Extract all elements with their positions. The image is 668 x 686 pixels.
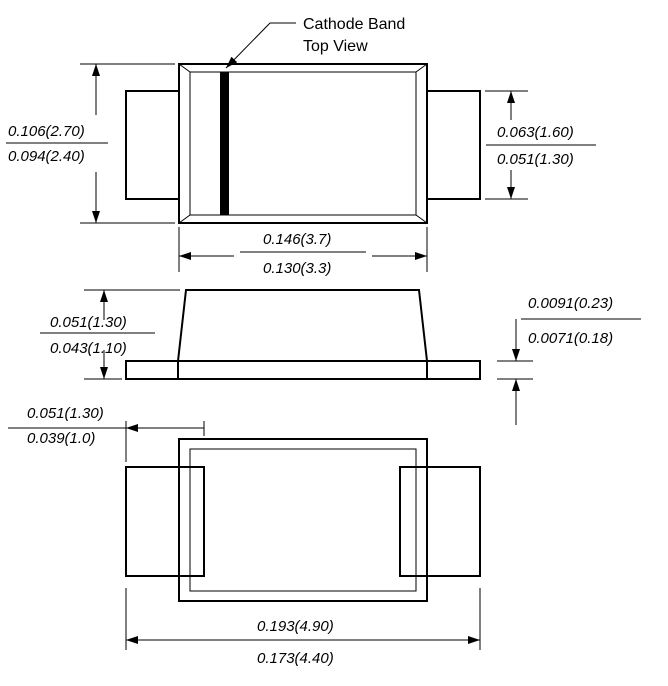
right-pad (399, 466, 481, 577)
top-view-label: Top View (303, 38, 368, 55)
overall-length-max-label: 0.193(4.90) (257, 618, 334, 635)
lead-thickness-max-label: 0.0091(0.23) (528, 295, 613, 312)
body-thickness-dimension: 0.051(1.30) 0.043(1.10) (40, 289, 180, 380)
left-lead (125, 90, 180, 200)
lead-thickness-min-label: 0.0071(0.18) (528, 330, 613, 347)
overall-length-dimension: 0.193(4.90) 0.173(4.40) (125, 588, 481, 667)
bottom-view (125, 438, 481, 602)
side-body (177, 289, 428, 379)
right-lead (426, 90, 481, 200)
body-thickness-max-label: 0.051(1.30) (50, 314, 127, 331)
bottom-body-inner (189, 448, 417, 592)
body-height-dimension: 0.106(2.70) 0.094(2.40) (6, 63, 175, 224)
lead-thickness-dimension: 0.0091(0.23) 0.0071(0.18) (497, 295, 641, 425)
pad-length-min-label: 0.039(1.0) (27, 430, 95, 447)
body-length-dimension: 0.146(3.7) 0.130(3.3) (178, 227, 428, 277)
cathode-band-label: Cathode Band (303, 16, 405, 33)
body-height-min-label: 0.094(2.40) (8, 148, 85, 165)
side-lead-frame (125, 360, 481, 380)
bottom-body-outer (178, 438, 428, 602)
lead-width-max-label: 0.063(1.60) (497, 124, 574, 141)
pad-length-dimension: 0.051(1.30) 0.039(1.0) (8, 405, 205, 462)
side-view (125, 289, 481, 380)
cathode-band (220, 72, 229, 215)
left-pad (125, 466, 205, 577)
body-thickness-min-label: 0.043(1.10) (50, 340, 127, 357)
top-view: Cathode Band Top View (125, 16, 481, 224)
overall-length-min-label: 0.173(4.40) (257, 650, 334, 667)
body-height-max-label: 0.106(2.70) (8, 123, 85, 140)
body-outer (178, 63, 428, 224)
body-inner (189, 71, 417, 216)
body-length-min-label: 0.130(3.3) (263, 260, 331, 277)
body-length-max-label: 0.146(3.7) (263, 231, 331, 248)
pad-length-max-label: 0.051(1.30) (27, 405, 104, 422)
lead-width-dimension: 0.063(1.60) 0.051(1.30) (485, 90, 596, 200)
lead-width-min-label: 0.051(1.30) (497, 151, 574, 168)
